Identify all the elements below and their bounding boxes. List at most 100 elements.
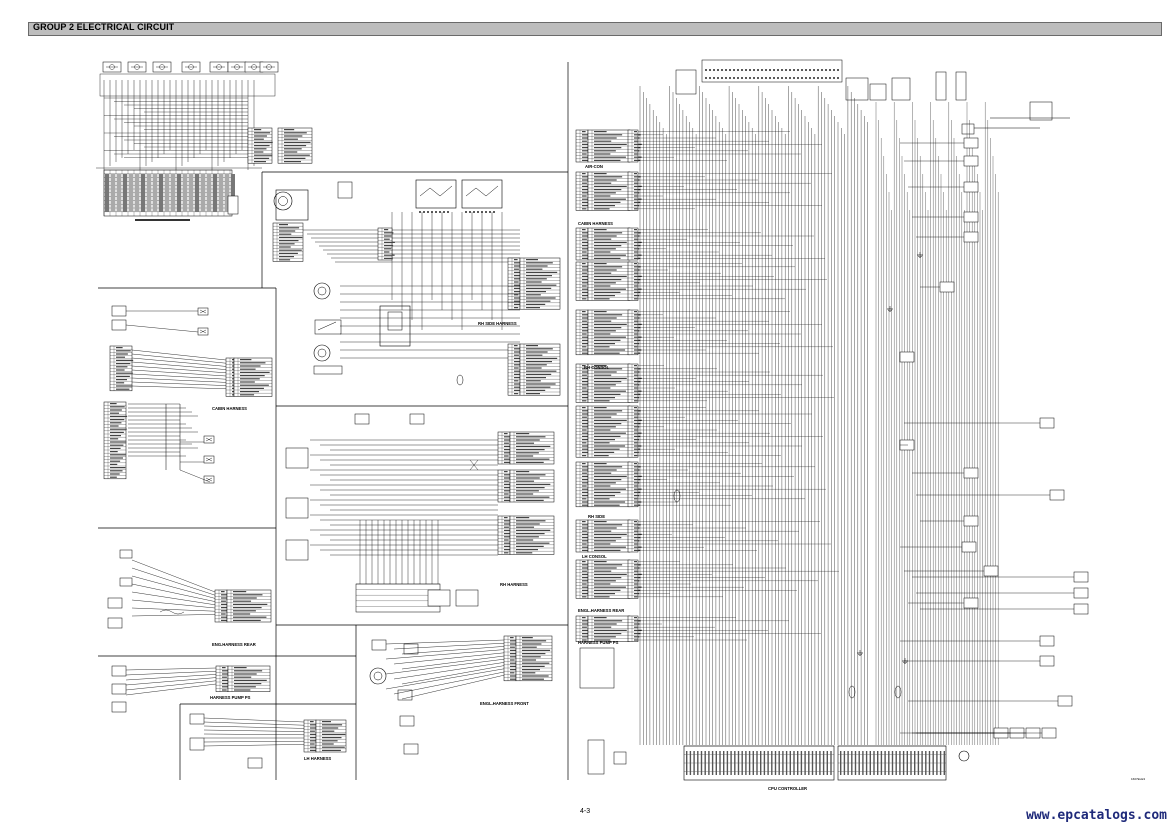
connector-pin-label [284,151,298,153]
cpu-pin [811,751,814,775]
connector-pin-label [504,490,511,492]
component [963,211,979,223]
connector-pin-label [514,351,521,353]
connector-pin-label [634,195,638,197]
connector-pin-label [582,320,587,322]
component [1057,695,1073,707]
connector-pin-label [232,368,236,370]
fuse [123,174,127,212]
connector-pin-label [516,471,530,473]
pin [733,69,735,71]
connector-pin-label [322,740,338,742]
fuse [147,174,151,212]
connector-pin-label [516,449,545,451]
cpu-pin [708,751,710,775]
connector-pin-label [504,526,509,528]
wire [203,725,305,729]
connector-pin-label [582,314,591,316]
connector-pin-label [516,545,544,547]
relay-coil [251,64,257,70]
connector-pin-label [634,275,642,277]
connector-pin-label [634,448,641,450]
connector-pin-label [594,330,616,332]
caption-mark [135,219,190,221]
connector-pin-label [634,198,642,200]
connector-pin-label [594,298,610,300]
connector-pin-label [634,533,642,535]
connector-pin-label [510,662,520,664]
connector-pin-label [516,433,530,435]
wire [131,365,227,373]
pin [765,69,767,71]
cpu-pin [686,751,688,775]
connector-pin-label [582,432,592,434]
connector-pin-label [514,297,523,299]
wire [385,639,505,645]
component [1073,571,1089,583]
connector-pin-label [516,542,550,544]
connector-pin-label [582,251,587,253]
connector-pin-label [310,721,314,723]
pin [757,69,759,71]
connector-pin-label [634,416,639,418]
connector-pin-label [582,469,589,471]
connector-pin-label [634,232,641,234]
wire-bundle [894,685,902,699]
cpu-pin [715,751,717,775]
wire-cross [469,459,479,471]
connector-pin-label [594,546,626,548]
connector-pin-label [634,636,640,638]
connector-pin-label [514,373,522,375]
connector-pin-label [516,499,544,501]
connector-pin-label [582,423,590,425]
wire [205,457,213,462]
connector-pin-label [582,182,587,184]
connector-pin-label [526,265,548,267]
connector-pin-label [240,362,266,364]
cpu-pin [767,751,769,775]
pin [709,77,711,79]
component [963,181,979,193]
connector-pin-label [116,347,123,349]
pin [821,77,823,79]
connector-pin-label [110,460,121,462]
connector-pin-label [594,365,607,367]
connector-pin-label [594,482,616,484]
wire [205,437,213,442]
connector-pin-label [634,455,638,457]
connector-pin-label [582,384,589,386]
pin [781,77,783,79]
connector-pin-label [284,154,310,156]
connector-pin-label [634,245,641,247]
connector-pin-label [634,189,641,191]
component [963,155,979,167]
pin [833,69,835,71]
connector-pin-label [634,269,640,271]
connector-pin-label [594,410,623,412]
connector-pin-label [582,393,590,395]
pin [465,211,467,213]
cpu-pin [899,751,901,775]
connector-pin-label [634,397,639,399]
connector-pin-label [116,382,125,384]
pin [717,77,719,79]
connector-pin-label [284,145,307,147]
connector-pin-label [582,153,587,155]
pin [801,69,803,71]
connector-pin-label [634,137,640,139]
component [111,319,127,331]
connector-pin-label [582,482,589,484]
component [455,589,479,607]
connector-pin-label [582,397,588,399]
connector-pin-label [594,232,623,234]
connector-pin-label [594,451,615,453]
connector-pin-label [582,435,590,437]
connector-pin-label [254,161,266,163]
fuse [105,174,109,212]
connector-pin-label [110,438,119,440]
connector-pin-label [526,380,541,382]
connector-pin-label [634,623,640,625]
connector-pin-label [514,275,522,277]
connector-pin-label [594,586,626,588]
cpu-pin [808,751,810,775]
